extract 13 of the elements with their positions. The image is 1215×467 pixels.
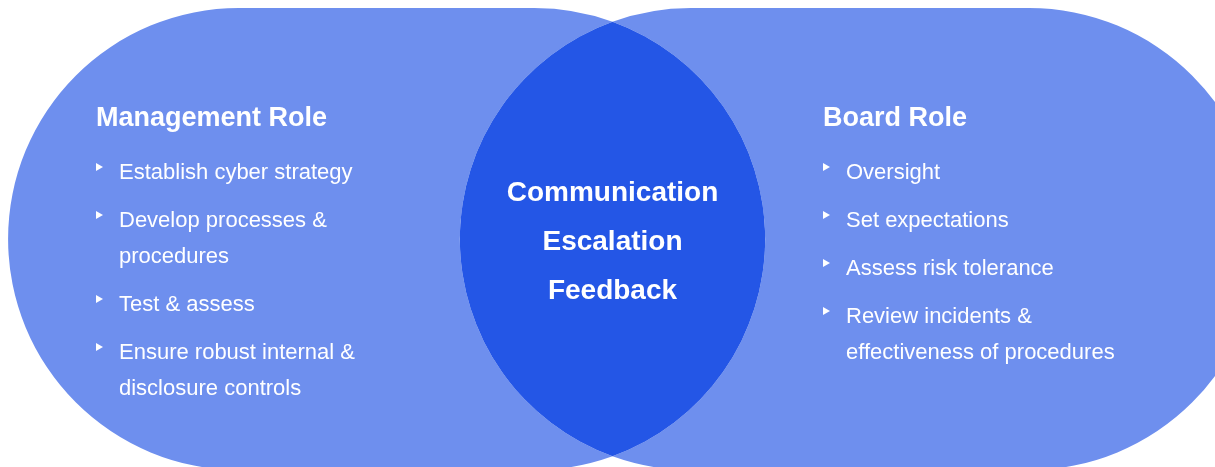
- overlap-text: Escalation: [542, 224, 683, 258]
- bullet-text: Establish cyber strategy: [119, 158, 353, 186]
- bullet-text: Oversight: [846, 158, 941, 186]
- bullet-text: Set expectations: [846, 206, 1009, 234]
- bullet-text: Review incidents & effectiveness of procedures: [846, 302, 1116, 366]
- bullet-text: Develop processes & procedures: [119, 206, 328, 270]
- overlap-text: Feedback: [547, 273, 678, 307]
- bullet-text: Assess risk tolerance: [846, 254, 1054, 282]
- bullet-text: Ensure robust internal & disclosure controls: [119, 338, 357, 402]
- section-heading: Board Role: [823, 101, 969, 134]
- bullet-text: Test & assess: [119, 290, 255, 318]
- overlap-text: Communication: [506, 175, 719, 209]
- section-heading: Management Role: [96, 101, 329, 134]
